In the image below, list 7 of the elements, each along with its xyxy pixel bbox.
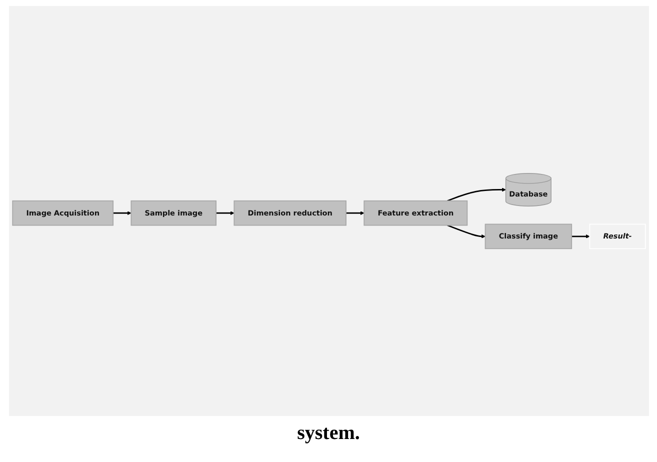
arrow xyxy=(112,211,131,216)
caption: system. xyxy=(297,422,360,445)
arrow xyxy=(346,211,364,216)
arrow xyxy=(571,234,590,238)
arrow xyxy=(446,188,506,202)
arrow xyxy=(216,211,234,216)
arrow xyxy=(446,224,485,238)
